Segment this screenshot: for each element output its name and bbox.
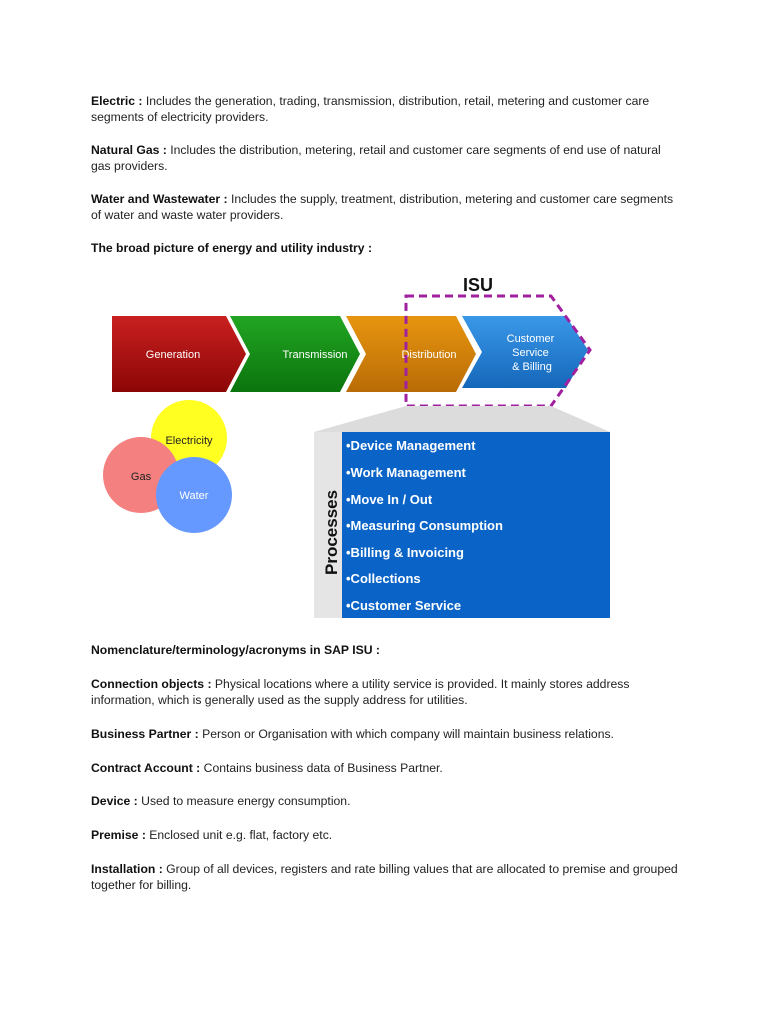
- desc-business-partner: Person or Organisation with which compan…: [198, 727, 614, 741]
- distribution-arrow: [346, 316, 476, 392]
- paragraph-natural-gas: Natural Gas : Includes the distribution,…: [91, 142, 681, 174]
- term-installation: Installation :: [91, 862, 163, 876]
- process-item: •Work Management: [346, 465, 467, 480]
- generation-arrow: [112, 316, 246, 392]
- desc-natural-gas: Includes the distribution, metering, ret…: [91, 143, 661, 173]
- isu-boundary: [404, 294, 592, 408]
- process-item: •Collections: [346, 571, 421, 586]
- desc-contract-account: Contains business data of Business Partn…: [200, 761, 443, 775]
- term-connection-objects: Connection objects :: [91, 677, 212, 691]
- desc-device: Used to measure energy consumption.: [137, 794, 351, 808]
- gas-label: Gas: [131, 471, 152, 483]
- term-natural-gas: Natural Gas :: [91, 143, 167, 157]
- customer-service-billing-label: Customer Service & Billing: [507, 333, 558, 373]
- csb-line-2: Service: [512, 347, 549, 359]
- term-electric: Electric :: [91, 94, 143, 108]
- csb-line-1: Customer: [507, 333, 555, 345]
- definition-business-partner: Business Partner : Person or Organisatio…: [91, 726, 681, 742]
- desc-installation: Group of all devices, registers and rate…: [91, 862, 678, 892]
- definition-device: Device : Used to measure energy consumpt…: [91, 793, 681, 809]
- heading-nomenclature: Nomenclature/terminology/acronyms in SAP…: [91, 643, 380, 657]
- water-label: Water: [180, 490, 209, 502]
- process-item: •Measuring Consumption: [346, 518, 503, 533]
- customer-service-billing-arrow: [462, 316, 588, 388]
- term-water: Water and Wastewater :: [91, 192, 228, 206]
- definition-contract-account: Contract Account : Contains business dat…: [91, 760, 681, 776]
- process-item: •Device Management: [346, 438, 476, 453]
- process-box: [342, 432, 610, 618]
- term-premise: Premise :: [91, 828, 146, 842]
- transmission-arrow: [230, 316, 360, 392]
- definition-installation: Installation : Group of all devices, reg…: [91, 861, 681, 893]
- process-item: •Customer Service: [346, 598, 461, 613]
- desc-premise: Enclosed unit e.g. flat, factory etc.: [145, 828, 333, 842]
- paragraph-water: Water and Wastewater : Includes the supp…: [91, 191, 681, 223]
- utility-industry-diagram: Generation Transmission Distribution Cus…: [100, 270, 620, 626]
- desc-electric: Includes the generation, trading, transm…: [91, 94, 650, 124]
- term-business-partner: Business Partner :: [91, 727, 199, 741]
- heading-broad-picture: The broad picture of energy and utility …: [91, 241, 373, 255]
- processes-label: Processes: [322, 490, 341, 575]
- process-item: •Billing & Invoicing: [346, 545, 464, 560]
- generation-label: Generation: [146, 349, 200, 361]
- diagram-svg: Generation Transmission Distribution Cus…: [103, 275, 610, 618]
- process-item: •Move In / Out: [346, 492, 433, 507]
- transmission-label: Transmission: [283, 349, 348, 361]
- definition-premise: Premise : Enclosed unit e.g. flat, facto…: [91, 827, 681, 843]
- process-funnel: [314, 406, 610, 432]
- csb-line-3: & Billing: [512, 361, 552, 373]
- term-contract-account: Contract Account :: [91, 761, 201, 775]
- distribution-label: Distribution: [401, 349, 456, 361]
- processes-side-band: [314, 432, 344, 618]
- isu-label: ISU: [463, 275, 493, 295]
- definition-connection-objects: Connection objects : Physical locations …: [91, 676, 681, 708]
- term-device: Device :: [91, 794, 138, 808]
- desc-connection-objects: Physical locations where a utility servi…: [91, 677, 630, 707]
- electricity-label: Electricity: [165, 435, 213, 447]
- water-circle: [156, 457, 232, 533]
- paragraph-electric: Electric : Includes the generation, trad…: [91, 93, 681, 125]
- desc-water: Includes the supply, treatment, distribu…: [91, 192, 674, 222]
